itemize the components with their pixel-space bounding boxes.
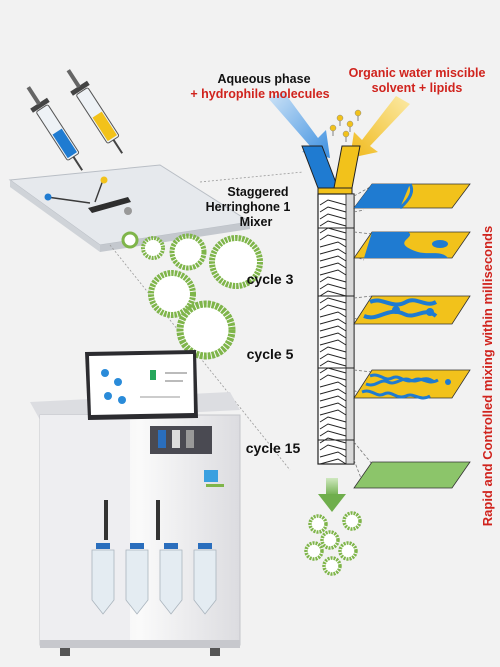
herringbone-groove — [319, 346, 347, 353]
cross-section-cycle-3 — [353, 295, 471, 325]
herringbone-groove — [319, 199, 347, 206]
aqueous-phase-label: Aqueous phase — [217, 72, 310, 86]
herringbone-groove — [319, 304, 347, 311]
lipid-molecules-icon — [329, 109, 362, 142]
herringbone-groove — [319, 283, 347, 290]
cycle-3-label: cycle 3 — [247, 271, 294, 287]
herringbone-groove — [319, 213, 347, 220]
herringbone-groove — [319, 381, 347, 388]
outflow-arrow — [318, 478, 346, 512]
lipids-label: solvent + lipids — [372, 81, 463, 95]
herringbone-groove — [319, 451, 347, 458]
herringbone-groove — [319, 395, 347, 402]
herringbone-groove — [319, 430, 347, 437]
herringbone-groove — [319, 318, 347, 325]
side-caption: Rapid and Controlled mixing within milli… — [480, 226, 495, 526]
cycle-5-label: cycle 5 — [247, 346, 294, 362]
aqueous-inflow-arrow — [268, 92, 330, 158]
cycle-15-label: cycle 15 — [246, 440, 301, 456]
herringbone-groove — [319, 269, 347, 276]
mixer-label-line3: Mixer — [240, 215, 273, 229]
organic-inflow-arrow — [350, 96, 410, 158]
herringbone-groove — [319, 444, 347, 451]
cross-section-cycle-15 — [353, 461, 471, 489]
liposome-icon — [121, 231, 263, 360]
organic-solvent-label: Organic water miscible — [349, 66, 486, 80]
cross-section-cycle-1 — [353, 231, 471, 259]
herringbone-groove — [319, 276, 347, 283]
herringbone-groove — [319, 332, 347, 339]
cross-section-initial — [353, 183, 471, 210]
liposome-icon — [304, 511, 362, 576]
cross-section-cycle-5 — [353, 369, 471, 400]
herringbone-groove — [319, 241, 347, 248]
herringbone-groove — [319, 339, 347, 346]
herringbone-groove — [319, 416, 347, 423]
herringbone-groove — [319, 234, 347, 241]
herringbone-groove — [319, 297, 347, 304]
herringbone-groove — [319, 311, 347, 318]
hydrophile-molecules-label: + hydrophile molecules — [190, 87, 329, 101]
herringbone-groove — [319, 402, 347, 409]
herringbone-groove — [319, 325, 347, 332]
herringbone-groove — [319, 290, 347, 297]
herringbone-groove — [319, 458, 347, 465]
herringbone-groove — [319, 353, 347, 360]
herringbone-groove — [319, 262, 347, 269]
herringbone-groove — [319, 409, 347, 416]
herringbone-groove — [319, 206, 347, 213]
herringbone-groove — [319, 360, 347, 367]
herringbone-groove — [319, 437, 347, 444]
mixer-label-line2: Herringhone 1 — [206, 200, 291, 214]
syringe-icon — [26, 69, 124, 171]
herringbone-groove — [319, 248, 347, 255]
herringbone-groove — [319, 388, 347, 395]
herringbone-groove — [319, 423, 347, 430]
herringbone-groove — [319, 374, 347, 381]
microfluidic-chip-icon — [8, 164, 304, 471]
mixer-label-line1: Staggered — [227, 185, 288, 199]
instrument-icon — [30, 350, 241, 656]
herringbone-mixer-channel — [301, 145, 361, 465]
herringbone-groove — [319, 255, 347, 262]
herringbone-groove — [319, 220, 347, 227]
